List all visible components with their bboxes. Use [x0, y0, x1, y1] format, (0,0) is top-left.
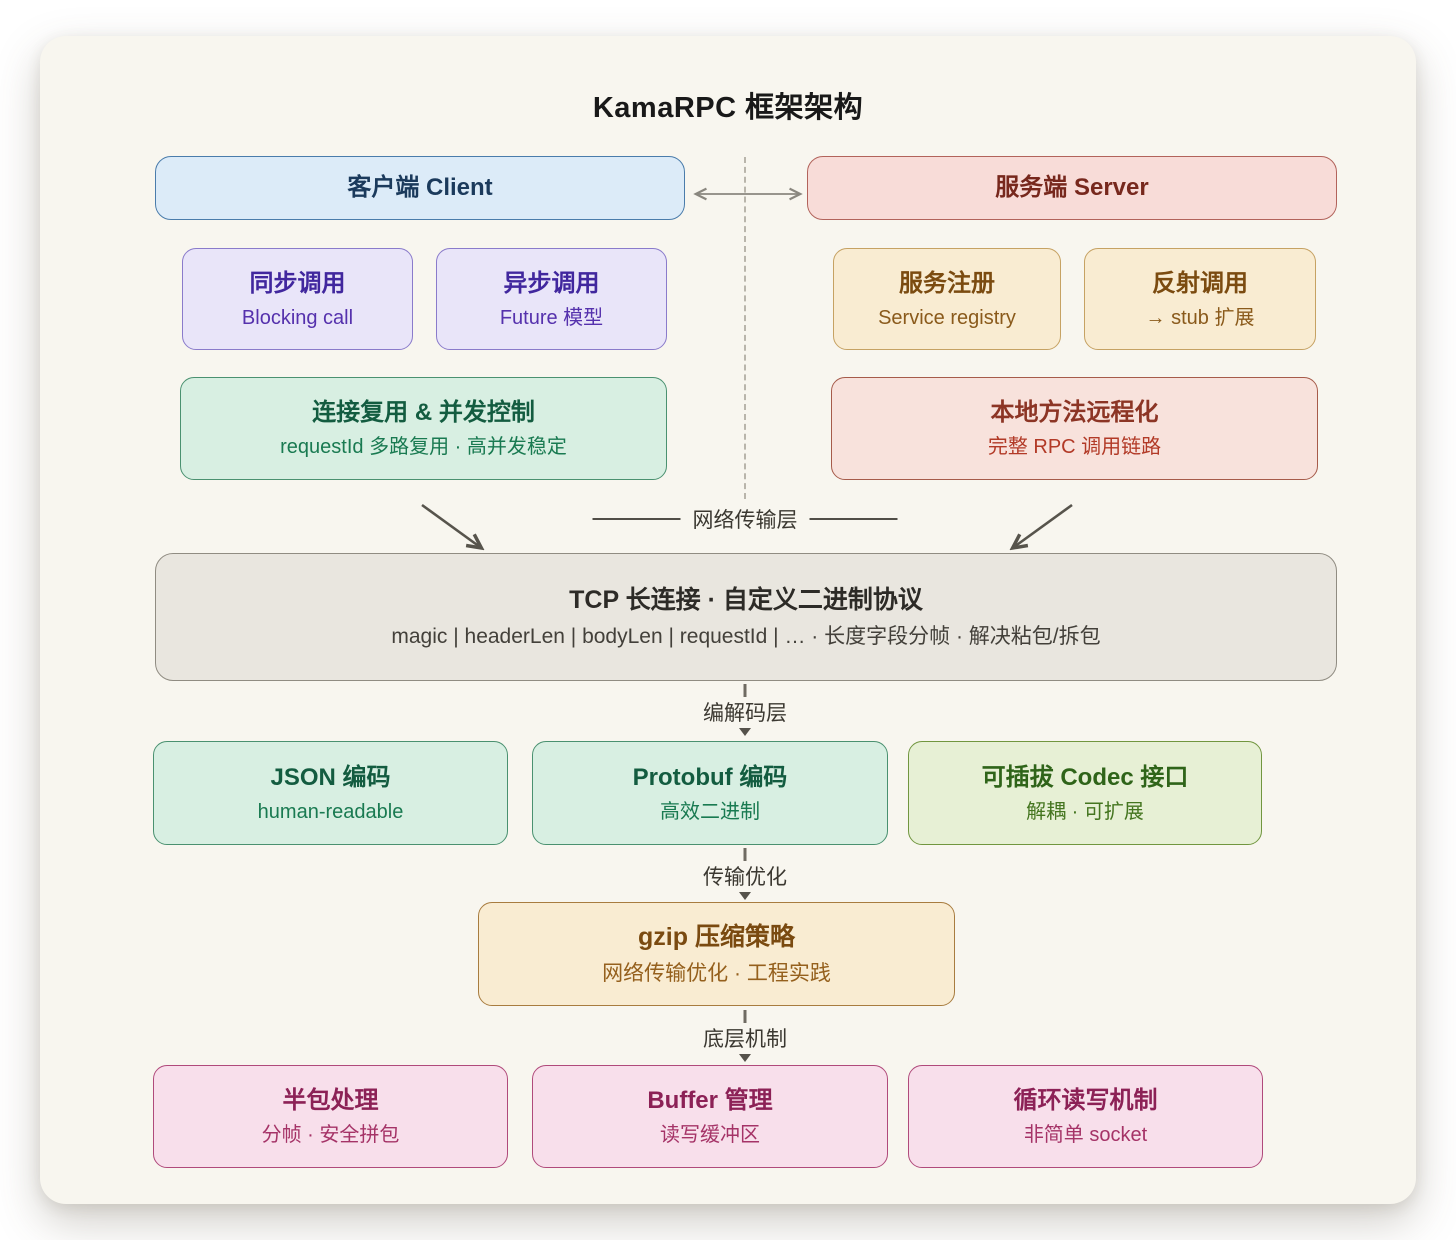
- json-codec-title: JSON 编码: [270, 763, 391, 791]
- gzip-box: gzip 压缩策略 网络传输优化 · 工程实践: [478, 902, 955, 1006]
- local-method-title: 本地方法远程化: [990, 399, 1159, 426]
- reflect-call-title: 反射调用: [1152, 269, 1248, 297]
- json-codec-box: JSON 编码 human-readable: [153, 741, 508, 845]
- loop-rw-box: 循环读写机制 非简单 socket: [908, 1065, 1263, 1168]
- lowlevel-connector-line: [743, 1010, 747, 1023]
- reflect-call-box: 反射调用 → stub 扩展: [1084, 248, 1316, 350]
- service-registry-title: 服务注册: [899, 269, 995, 297]
- lowlevel-connector-arrowhead: [739, 1054, 751, 1062]
- service-registry-subtitle: Service registry: [878, 306, 1016, 329]
- codec-layer-label: 编解码层: [703, 702, 787, 725]
- client-header-label: 客户端 Client: [347, 174, 493, 201]
- half-packet-title: 半包处理: [282, 1087, 379, 1114]
- connection-reuse-subtitle: requestId 多路复用 · 高并发稳定: [280, 436, 567, 458]
- async-call-subtitle: Future 模型: [499, 306, 604, 329]
- transport-layer-text: 网络传输层: [692, 509, 798, 532]
- optimize-connector-line: [743, 848, 747, 861]
- pluggable-codec-box: 可插拔 Codec 接口 解耦 · 可扩展: [908, 741, 1262, 845]
- async-call-title: 异步调用: [503, 269, 600, 297]
- pluggable-codec-subtitle: 解耦 · 可扩展: [1026, 800, 1144, 823]
- connection-reuse-box: 连接复用 & 并发控制 requestId 多路复用 · 高并发稳定: [180, 377, 667, 480]
- codec-connector-line: [743, 684, 747, 697]
- tcp-protocol-box: TCP 长连接 · 自定义二进制协议 magic | headerLen | b…: [155, 553, 1337, 681]
- sync-call-box: 同步调用 Blocking call: [182, 248, 413, 350]
- loop-rw-title: 循环读写机制: [1013, 1087, 1158, 1114]
- sync-call-subtitle: Blocking call: [241, 306, 354, 329]
- sync-call-title: 同步调用: [249, 269, 346, 297]
- optimize-label: 传输优化: [703, 866, 787, 889]
- client-header-box: 客户端 Client: [155, 156, 685, 220]
- tcp-protocol-title: TCP 长连接 · 自定义二进制协议: [569, 586, 923, 615]
- json-codec-subtitle: human-readable: [257, 800, 404, 823]
- lowlevel-label: 底层机制: [703, 1028, 787, 1051]
- buffer-mgmt-box: Buffer 管理 读写缓冲区: [532, 1065, 888, 1168]
- page-title: KamaRPC 框架架构: [592, 92, 864, 124]
- reflect-call-subtitle: → stub 扩展: [1145, 306, 1255, 329]
- protobuf-codec-box: Protobuf 编码 高效二进制: [532, 741, 888, 845]
- connection-reuse-title: 连接复用 & 并发控制: [312, 399, 535, 426]
- service-registry-box: 服务注册 Service registry: [833, 248, 1061, 350]
- label-line-left: [592, 518, 681, 520]
- client-server-arrow: [693, 187, 803, 201]
- pluggable-codec-title: 可插拔 Codec 接口: [981, 763, 1189, 791]
- label-line-right: [809, 518, 898, 520]
- center-dashed-line: [744, 157, 746, 499]
- server-header-box: 服务端 Server: [807, 156, 1337, 220]
- loop-rw-subtitle: 非简单 socket: [1023, 1124, 1148, 1146]
- client-to-tcp-arrow: [421, 503, 498, 556]
- async-call-box: 异步调用 Future 模型: [436, 248, 667, 350]
- tcp-protocol-subtitle: magic | headerLen | bodyLen | requestId …: [391, 624, 1101, 648]
- buffer-mgmt-subtitle: 读写缓冲区: [660, 1124, 760, 1146]
- local-method-subtitle: 完整 RPC 调用链路: [987, 436, 1162, 458]
- gzip-title: gzip 压缩策略: [638, 923, 795, 952]
- protobuf-codec-subtitle: 高效二进制: [660, 800, 760, 823]
- codec-connector-arrowhead: [739, 728, 751, 736]
- transport-layer-label: 网络传输层: [592, 504, 898, 534]
- optimize-connector-arrowhead: [739, 892, 751, 900]
- server-to-tcp-arrow: [996, 503, 1073, 556]
- half-packet-box: 半包处理 分帧 · 安全拼包: [153, 1065, 508, 1168]
- server-header-label: 服务端 Server: [995, 174, 1149, 201]
- gzip-subtitle: 网络传输优化 · 工程实践: [602, 961, 831, 985]
- half-packet-subtitle: 分帧 · 安全拼包: [261, 1124, 400, 1146]
- protobuf-codec-title: Protobuf 编码: [632, 763, 788, 791]
- buffer-mgmt-title: Buffer 管理: [647, 1087, 773, 1114]
- local-method-box: 本地方法远程化 完整 RPC 调用链路: [831, 377, 1318, 480]
